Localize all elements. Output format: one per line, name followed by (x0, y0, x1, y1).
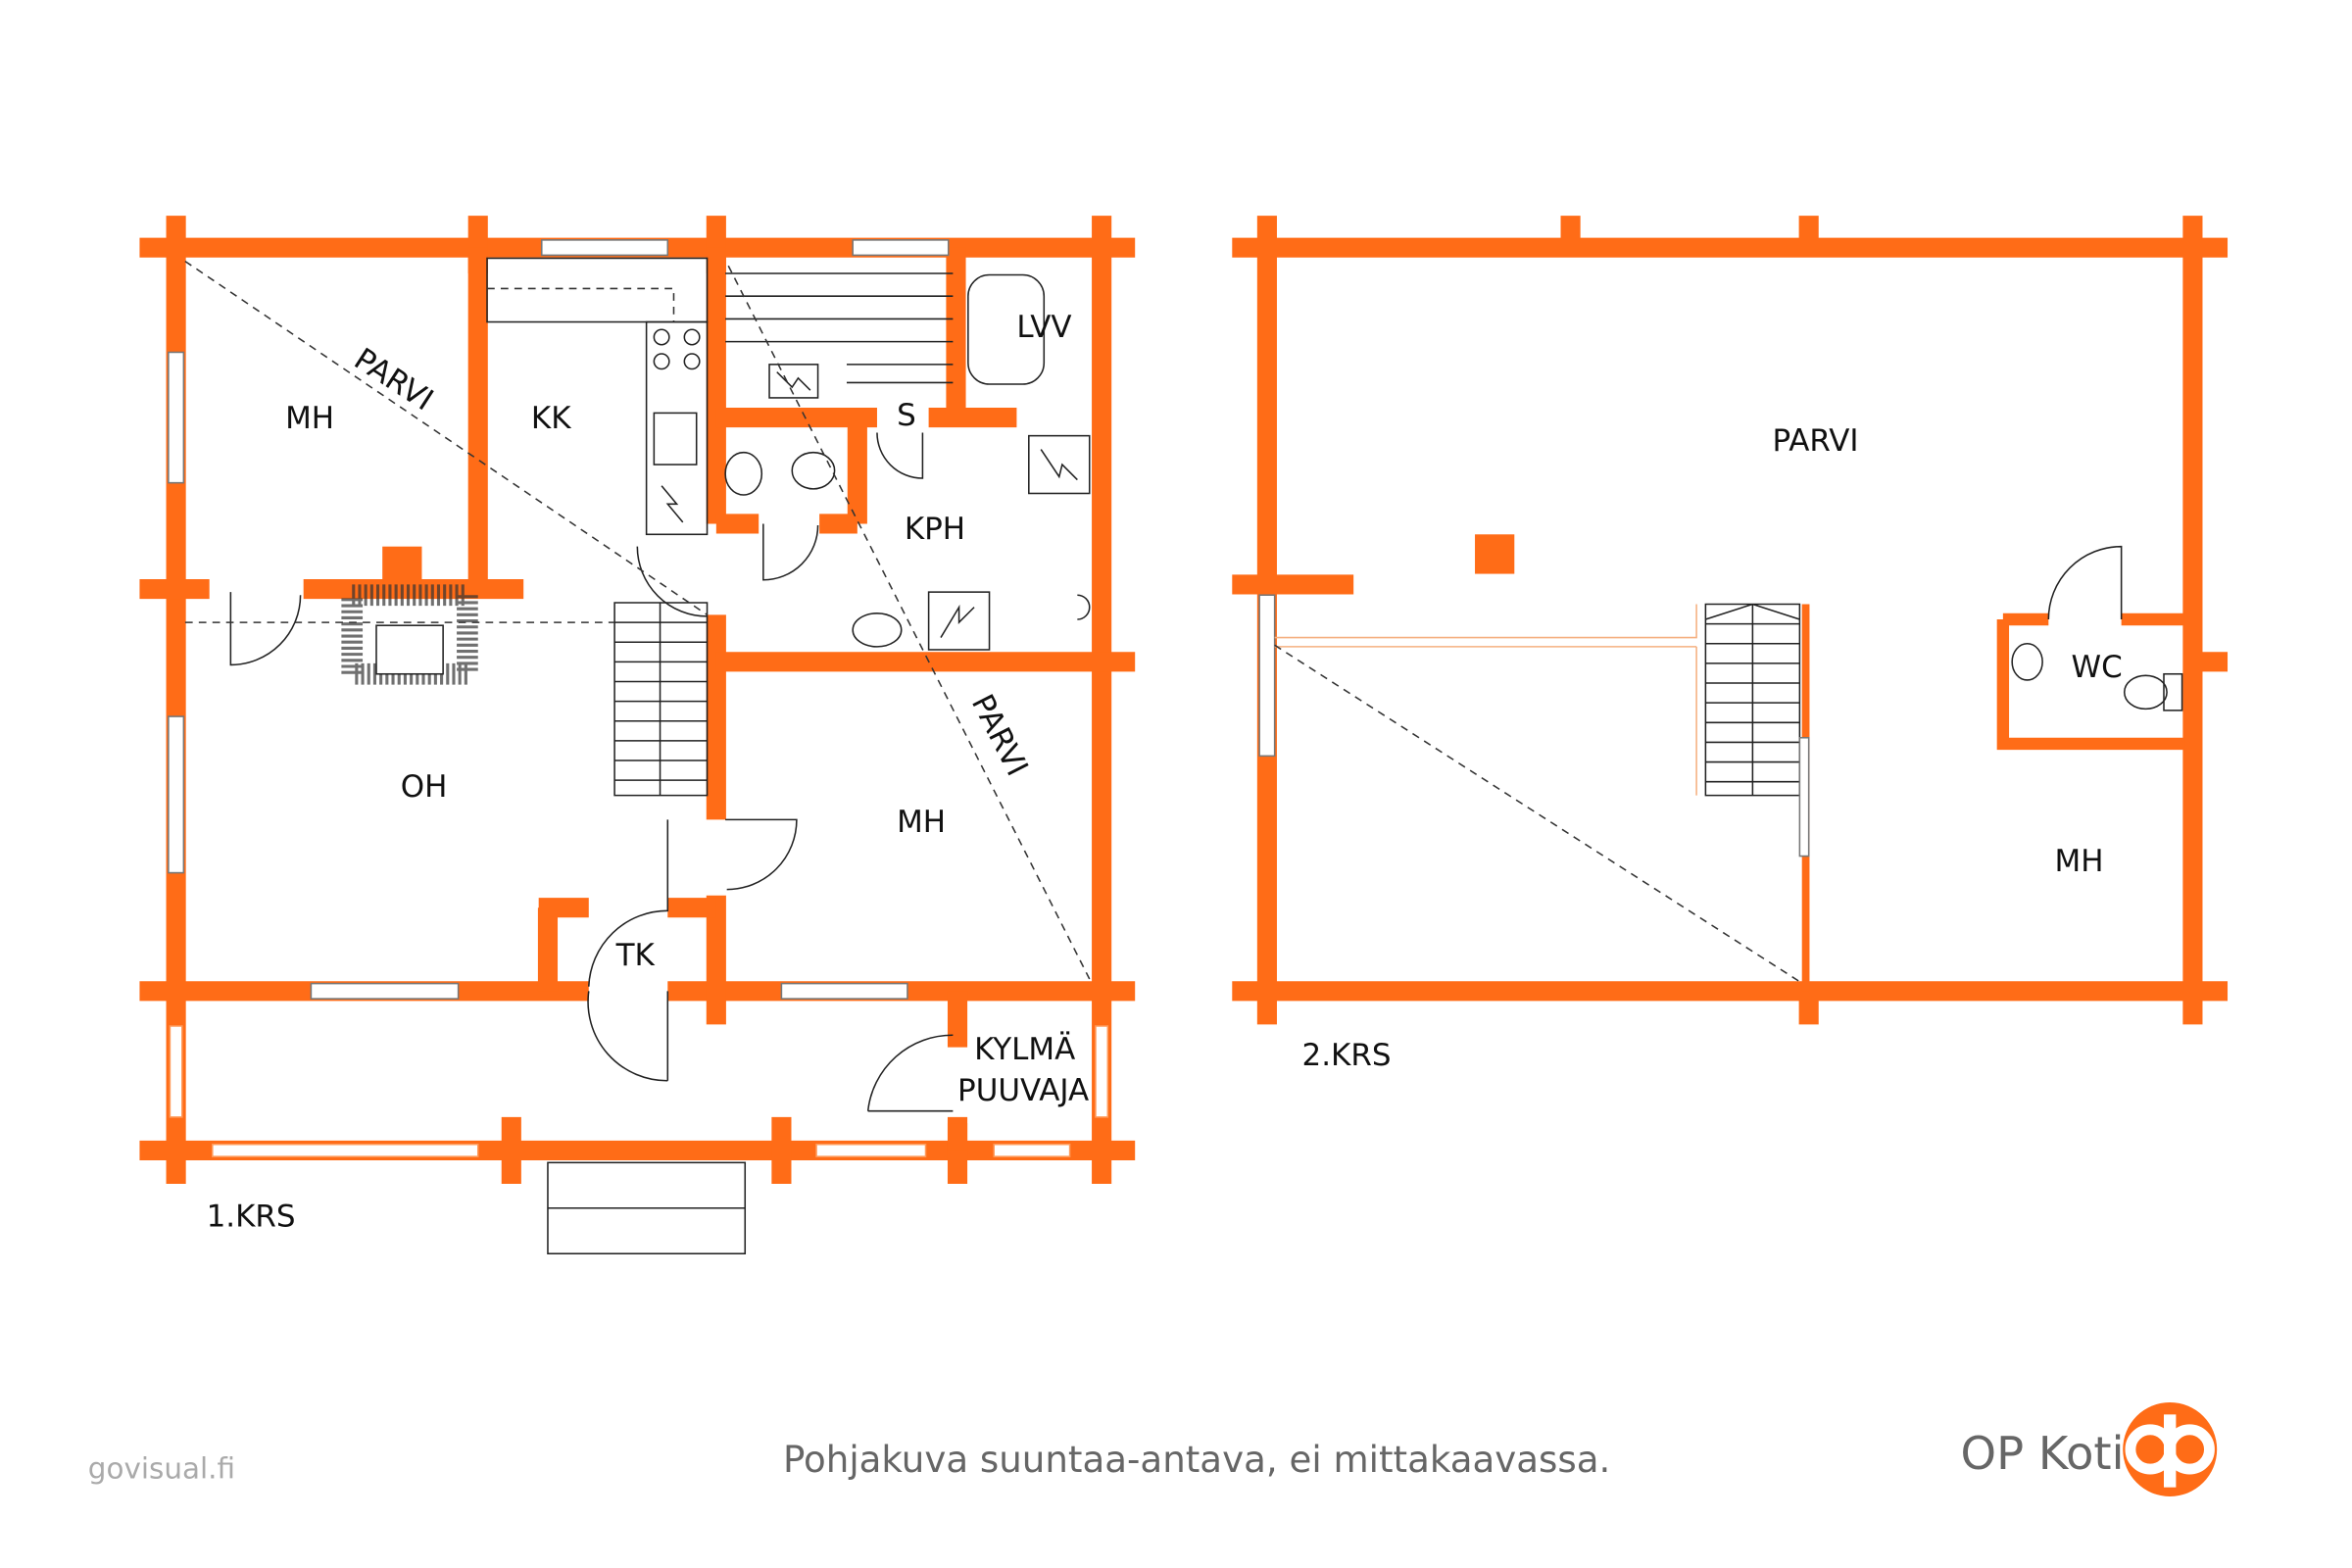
room-label: PARVI (1773, 423, 1859, 459)
room-label: TK (615, 938, 656, 973)
room-label: OH (401, 769, 448, 805)
floor2-title: 2.KRS (1302, 1038, 1392, 1073)
room-label: KK (531, 401, 571, 436)
room-label: WC (2072, 650, 2123, 685)
room-label: PARVI (964, 689, 1035, 782)
floor2-walls (1232, 216, 2229, 1025)
disclaimer-text: Pohjakuva suuntaa-antava, ei mittakaavas… (783, 1439, 1610, 1481)
room-label: MH (285, 401, 334, 436)
room-label: LVV (1016, 310, 1071, 345)
room-label: S (897, 398, 916, 433)
floor1-windows (168, 239, 1109, 1157)
room-label: PARVI (348, 341, 439, 417)
floor1-fixtures (184, 257, 1091, 1254)
floor2-fixtures (1274, 545, 2183, 985)
op-logo-icon (2123, 1401, 2218, 1496)
floor2-labels: PARVI WC MH 2.KRS (1302, 423, 2123, 1073)
room-label: PUUVAJA (957, 1073, 1089, 1108)
room-label: MH (2055, 844, 2104, 879)
floor1-title: 1.KRS (207, 1199, 296, 1234)
room-label: KYLMÄ (974, 1032, 1075, 1067)
room-label: KPH (905, 512, 965, 547)
credit-text: govisual.fi (88, 1451, 235, 1485)
brand-text: OP Koti (1961, 1427, 2125, 1480)
floor1-labels: MH KK PARVI LVV S KPH OH MH PARVI TK KYL… (207, 310, 1090, 1234)
room-label: MH (897, 805, 946, 840)
